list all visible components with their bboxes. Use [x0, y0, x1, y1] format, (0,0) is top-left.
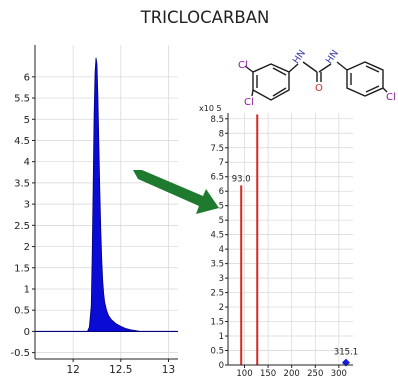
chromatogram-y-tick-label: -0.5: [10, 348, 30, 359]
chromatogram-y-tick-label: 0.5: [14, 306, 30, 317]
chromatogram-y-tick-label: 5.5: [14, 94, 30, 105]
chromatogram-y-tick-label: 3: [24, 200, 30, 211]
spectrum-x-tick-label: 150: [260, 369, 276, 378]
green-arrow-icon: [133, 170, 219, 214]
ring-double-bond: [365, 65, 380, 73]
chromatogram-y-tick-label: 4.5: [14, 136, 30, 147]
chromatogram-y-tick-label: 5: [24, 115, 30, 126]
spectrum-y-tick-label: 6.5: [210, 173, 224, 183]
spectrum-peak-label: 315.1: [334, 348, 358, 358]
chromatogram-y-tick-label: 6: [24, 72, 30, 83]
chromatogram-y-tick-label: 0: [24, 327, 30, 338]
spectrum-x-tick-label: 250: [307, 369, 323, 378]
chromatogram-y-tick-label: 1.5: [14, 263, 30, 274]
chromatogram-x-tick-label: 12.5: [109, 364, 132, 376]
spectrum-x-ticks: 100 150 200 250 300: [236, 365, 347, 379]
spectrum-y-tick-label: 1.5: [210, 318, 224, 328]
figure-title: TRICLOCARBAN: [140, 8, 270, 27]
spectrum-y-tick-label: 0: [219, 361, 224, 371]
molecule-structure: Cl Cl HN HN O Cl: [238, 48, 396, 108]
spectrum-y-tick-label: 1: [219, 332, 224, 342]
chromatogram-y-tick-label: 3.5: [14, 178, 30, 189]
chromatogram-y-tick-label: 2.5: [14, 221, 30, 232]
chromatogram-peak: [35, 57, 178, 332]
spectrum-y-tick-label: 8: [219, 129, 224, 139]
spectrum-y-tick-label: 7.5: [210, 144, 224, 154]
chromatogram-y-tick-label: 2: [24, 242, 30, 253]
n-bond: [336, 61, 348, 71]
cl-bond: [244, 65, 254, 73]
n-bond: [288, 63, 299, 73]
chromatogram-x-tick-label: 12: [66, 364, 79, 376]
ring-double-bond: [272, 87, 287, 97]
spectrum-y-tick-label: 0.5: [210, 347, 224, 357]
spectrum-y-tick-label: 8.5: [210, 115, 224, 125]
cl-bond: [251, 89, 254, 97]
chromatogram-plot-area: [35, 45, 178, 359]
ring-double-bond: [365, 85, 380, 93]
c-n-bond: [318, 63, 332, 73]
spectrum-peaks: 93.0 315.1: [232, 114, 358, 367]
spectrum-y-tick-label: 6: [219, 187, 224, 197]
chromatogram-y-ticks: -0.5 0 0.5 1 1.5 2 2.5 3 3.5 4 4.5 5 5.5 6: [10, 72, 35, 359]
ring-double-bond: [272, 67, 287, 76]
oxygen-label: O: [315, 83, 323, 94]
spectrum-y-tick-label: 4.5: [210, 231, 224, 241]
spectrum-y-tick-label: 2: [219, 303, 224, 313]
spectrum-grid: [228, 113, 353, 366]
spectrum-x-tick-label: 200: [284, 369, 300, 378]
spectrum-y-tick-label: 3.5: [210, 260, 224, 270]
chromatogram-x-ticks: 12 12.5 13: [66, 359, 175, 376]
spectrum-y-ticks: 00.511.522.533.544.555.566.577.588.5: [210, 115, 228, 371]
chlorine-label: Cl: [244, 97, 254, 108]
chromatogram-x-tick-label: 13: [162, 364, 175, 376]
spectrum-scale-label: x10 5: [199, 104, 222, 113]
spectrum-y-tick-label: 2.5: [210, 289, 224, 299]
spectrum-x-tick-label: 300: [331, 369, 347, 378]
chromatogram-y-tick-label: 4: [24, 157, 30, 168]
chromatogram-y-tick-label: 1: [24, 284, 30, 295]
right-benzene-ring: [346, 61, 384, 97]
spectrum-y-tick-label: 7: [219, 158, 224, 168]
spectrum-plot-area: [228, 113, 353, 365]
spectrum-peak-label: 93.0: [232, 174, 251, 184]
spectrum-x-tick-label: 100: [236, 369, 252, 378]
left-benzene-ring: [252, 63, 290, 101]
chromatogram-chart: -0.5 0 0.5 1 1.5 2 2.5 3 3.5 4 4.5 5 5.5 6 12 12.5 13: [10, 45, 178, 376]
c-n-bond: [302, 61, 318, 73]
cl-bond: [382, 87, 388, 93]
molecule-bonds: [244, 61, 388, 101]
spectrum-y-tick-label: 5: [219, 216, 224, 226]
spectrum-y-tick-label: 4: [219, 245, 224, 255]
chromatogram-grid: [35, 45, 178, 359]
spectrum-y-tick-label: 3: [219, 274, 224, 284]
chlorine-label: Cl: [238, 60, 248, 71]
chlorine-label: Cl: [386, 92, 396, 103]
